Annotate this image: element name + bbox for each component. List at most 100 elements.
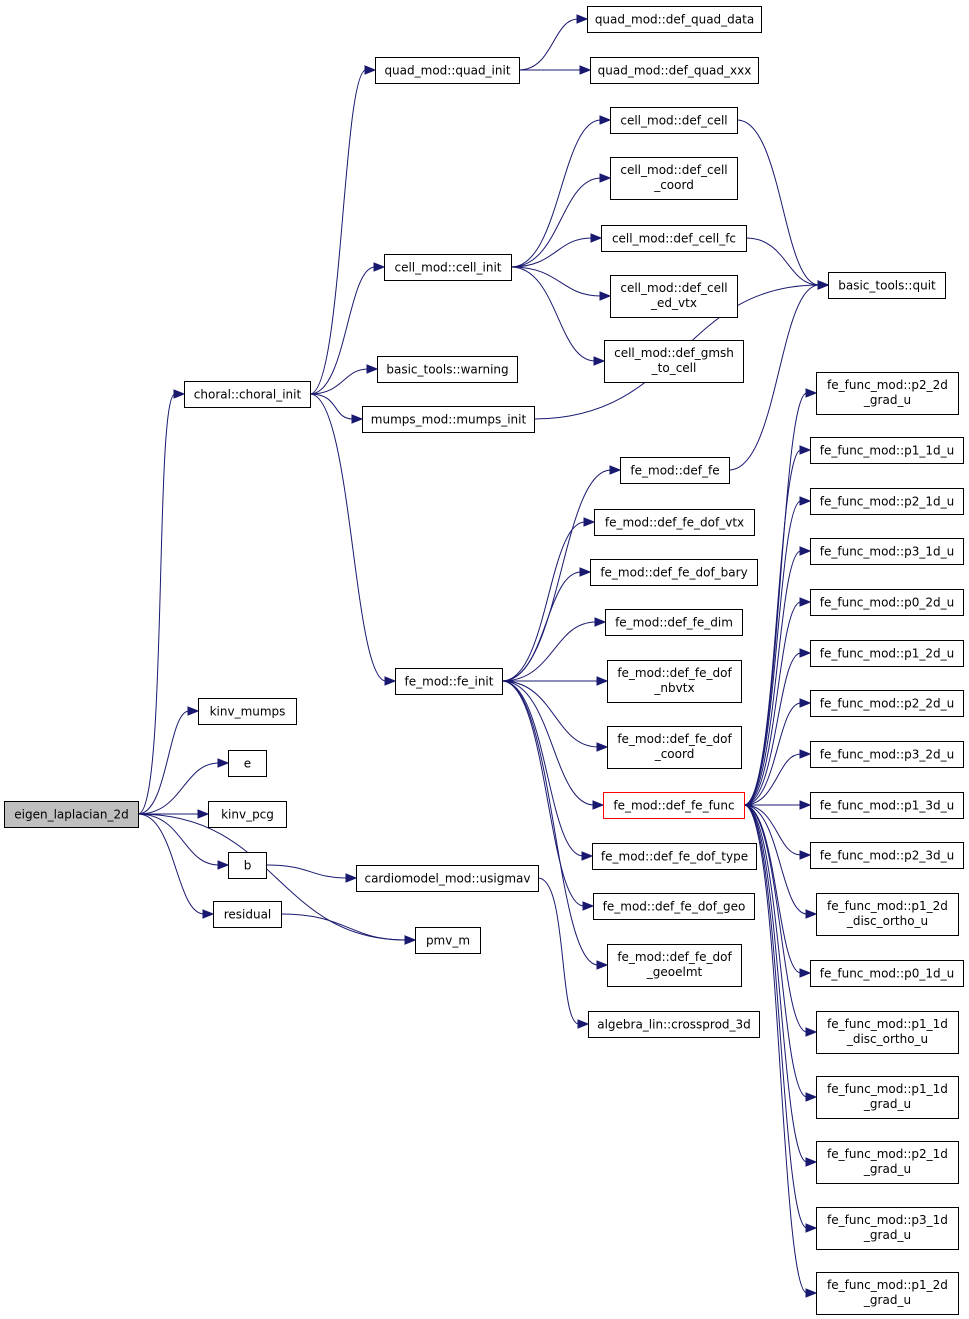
edge-def_fe_func-to-p2_1d_grad_u bbox=[743, 804, 808, 1163]
node-p3-2d-u[interactable]: fe_func_mod::p3_2d_u bbox=[810, 741, 964, 768]
node-label: fe_func_mod::p2_2d bbox=[827, 378, 948, 392]
node-p1-2d-u[interactable]: fe_func_mod::p1_2d_u bbox=[810, 640, 964, 667]
node-def-quad-xxx[interactable]: quad_mod::def_quad_xxx bbox=[590, 57, 759, 84]
edge-def_fe_func-to-p0_2d_u bbox=[743, 601, 802, 806]
node-def-fe-dof-geo[interactable]: fe_mod::def_fe_dof_geo bbox=[593, 893, 755, 920]
arrowhead-def_cell_ed_vtx bbox=[599, 291, 612, 301]
node-e[interactable]: e bbox=[228, 750, 267, 777]
node-label: kinv_pcg bbox=[221, 808, 274, 822]
node-p1-3d-u[interactable]: fe_func_mod::p1_3d_u bbox=[810, 792, 964, 819]
node-warning[interactable]: basic_tools::warning bbox=[377, 356, 518, 383]
arrowhead-mumps_init bbox=[351, 414, 364, 424]
node-label: fe_func_mod::p0_2d_u bbox=[820, 596, 954, 610]
node-choral-init[interactable]: choral::choral_init bbox=[184, 381, 311, 408]
edge-choral_init-to-fe_init bbox=[309, 393, 387, 682]
edge-fe_init-to-def_fe_dof_type bbox=[501, 680, 584, 857]
arrowhead-def_fe bbox=[609, 465, 622, 475]
node-label: fe_func_mod::p2_1d_u bbox=[820, 495, 954, 509]
node-p2-3d-u[interactable]: fe_func_mod::p2_3d_u bbox=[810, 842, 964, 869]
node-p2-2d-grad-u[interactable]: fe_func_mod::p2_2d_grad_u bbox=[816, 372, 959, 415]
node-label: _grad_u bbox=[863, 1293, 911, 1307]
edge-b-to-usigmav bbox=[265, 864, 348, 879]
node-p1-2d-disc-ortho-u[interactable]: fe_func_mod::p1_2d_disc_ortho_u bbox=[816, 893, 959, 936]
node-def-gmsh-to-cell[interactable]: cell_mod::def_gmsh_to_cell bbox=[604, 340, 744, 383]
edge-eigen_laplacian_2d-to-residual bbox=[137, 813, 205, 915]
edge-def_fe_func-to-p2_3d_u bbox=[743, 804, 802, 856]
node-def-fe-dof-type[interactable]: fe_mod::def_fe_dof_type bbox=[592, 843, 757, 870]
node-def-fe-dof-nbvtx[interactable]: fe_mod::def_fe_dof_nbvtx bbox=[607, 660, 742, 703]
node-label: cell_mod::def_cell bbox=[620, 114, 727, 128]
node-label: cell_mod::def_cell_fc bbox=[612, 232, 736, 246]
node-def-fe-dof-vtx[interactable]: fe_mod::def_fe_dof_vtx bbox=[594, 509, 755, 536]
node-label: fe_func_mod::p1_1d bbox=[827, 1017, 948, 1031]
arrowhead-def_fe_dof_bary bbox=[579, 567, 592, 577]
node-pmv-m[interactable]: pmv_m bbox=[415, 927, 481, 954]
node-label: algebra_lin::crossprod_3d bbox=[597, 1018, 751, 1032]
node-label: fe_mod::fe_init bbox=[405, 675, 494, 689]
node-p2-2d-u[interactable]: fe_func_mod::p2_2d_u bbox=[810, 690, 964, 717]
edge-choral_init-to-mumps_init bbox=[309, 393, 354, 420]
edge-eigen_laplacian_2d-to-kinv_mumps bbox=[137, 710, 190, 815]
node-p1-1d-disc-ortho-u[interactable]: fe_func_mod::p1_1d_disc_ortho_u bbox=[816, 1011, 959, 1054]
node-label: fe_func_mod::p2_3d_u bbox=[820, 849, 954, 863]
arrowhead-quit bbox=[817, 280, 830, 290]
node-def-fe[interactable]: fe_mod::def_fe bbox=[620, 457, 730, 484]
node-label: fe_mod::def_fe_dof_vtx bbox=[605, 516, 744, 530]
node-def-fe-dof-geoelmt[interactable]: fe_mod::def_fe_dof_geoelmt bbox=[607, 944, 742, 987]
node-p0-2d-u[interactable]: fe_func_mod::p0_2d_u bbox=[810, 589, 964, 616]
edge-usigmav-to-crossprod_3d bbox=[537, 877, 580, 1025]
node-def-fe-func[interactable]: fe_mod::def_fe_func bbox=[603, 792, 745, 819]
node-label: fe_func_mod::p3_1d_u bbox=[820, 545, 954, 559]
node-usigmav[interactable]: cardiomodel_mod::usigmav bbox=[356, 865, 539, 892]
node-p1-1d-grad-u[interactable]: fe_func_mod::p1_1d_grad_u bbox=[816, 1076, 959, 1119]
node-def-fe-dof-bary[interactable]: fe_mod::def_fe_dof_bary bbox=[590, 559, 758, 586]
node-label: quad_mod::def_quad_data bbox=[595, 13, 754, 27]
node-p3-1d-grad-u[interactable]: fe_func_mod::p3_1d_grad_u bbox=[816, 1207, 959, 1250]
arrowhead-p1_2d_u bbox=[799, 648, 812, 658]
node-def-cell-coord[interactable]: cell_mod::def_cell_coord bbox=[610, 157, 738, 200]
node-label: fe_mod::def_fe_dof bbox=[617, 950, 732, 964]
node-def-cell[interactable]: cell_mod::def_cell bbox=[610, 107, 738, 134]
node-label: fe_mod::def_fe_dof_bary bbox=[600, 566, 747, 580]
edge-def_fe_func-to-p1_2d_u bbox=[743, 652, 802, 806]
node-label: e bbox=[244, 757, 251, 771]
edge-eigen_laplacian_2d-to-pmv_m bbox=[137, 813, 407, 941]
edge-def_fe_func-to-p2_1d_u bbox=[743, 500, 802, 806]
node-quad-init[interactable]: quad_mod::quad_init bbox=[375, 57, 520, 84]
node-def-fe-dim[interactable]: fe_mod::def_fe_dim bbox=[605, 609, 743, 636]
node-def-fe-dof-coord[interactable]: fe_mod::def_fe_dof_coord bbox=[607, 726, 742, 769]
node-kinv-pcg[interactable]: kinv_pcg bbox=[208, 801, 287, 828]
arrowhead-p1_1d_disc_ortho_u bbox=[805, 1027, 818, 1037]
node-def-cell-fc[interactable]: cell_mod::def_cell_fc bbox=[601, 225, 747, 252]
edge-cell_init-to-def_cell_coord bbox=[510, 177, 602, 268]
node-def-cell-ed-vtx[interactable]: cell_mod::def_cell_ed_vtx bbox=[610, 275, 738, 318]
node-cell-init[interactable]: cell_mod::cell_init bbox=[384, 254, 512, 281]
arrowhead-p1_1d_grad_u bbox=[805, 1092, 818, 1102]
edge-def_fe_func-to-p1_1d_disc_ortho_u bbox=[743, 804, 808, 1033]
node-p0-1d-u[interactable]: fe_func_mod::p0_1d_u bbox=[810, 960, 964, 987]
arrowhead-p2_2d_grad_u bbox=[805, 388, 818, 398]
node-def-quad-data[interactable]: quad_mod::def_quad_data bbox=[587, 6, 762, 33]
arrowhead-kinv_mumps bbox=[187, 706, 200, 716]
node-p1-1d-u[interactable]: fe_func_mod::p1_1d_u bbox=[810, 437, 964, 464]
node-p3-1d-u[interactable]: fe_func_mod::p3_1d_u bbox=[810, 538, 964, 565]
node-residual[interactable]: residual bbox=[213, 901, 282, 928]
node-p2-1d-u[interactable]: fe_func_mod::p2_1d_u bbox=[810, 488, 964, 515]
edge-def_fe_func-to-p2_2d_u bbox=[743, 702, 802, 806]
node-quit[interactable]: basic_tools::quit bbox=[828, 272, 946, 299]
arrowhead-p1_3d_u bbox=[799, 800, 812, 810]
arrowhead-e bbox=[217, 758, 230, 768]
arrowhead-def_fe_func bbox=[592, 800, 605, 810]
node-label: _geoelmt bbox=[646, 965, 703, 979]
node-crossprod-3d[interactable]: algebra_lin::crossprod_3d bbox=[588, 1011, 760, 1038]
node-fe-init[interactable]: fe_mod::fe_init bbox=[395, 668, 503, 695]
node-p2-1d-grad-u[interactable]: fe_func_mod::p2_1d_grad_u bbox=[816, 1141, 959, 1184]
node-kinv-mumps[interactable]: kinv_mumps bbox=[198, 698, 297, 725]
edge-eigen_laplacian_2d-to-choral_init bbox=[137, 393, 176, 815]
node-b[interactable]: b bbox=[228, 852, 267, 879]
node-p1-2d-grad-u[interactable]: fe_func_mod::p1_2d_grad_u bbox=[816, 1272, 959, 1315]
edge-def_fe_func-to-p1_2d_disc_ortho_u bbox=[743, 804, 808, 915]
edge-cell_init-to-def_gmsh_to_cell bbox=[510, 266, 596, 362]
node-eigen-laplacian-2d[interactable]: eigen_laplacian_2d bbox=[4, 801, 139, 828]
node-mumps-init[interactable]: mumps_mod::mumps_init bbox=[362, 406, 535, 433]
